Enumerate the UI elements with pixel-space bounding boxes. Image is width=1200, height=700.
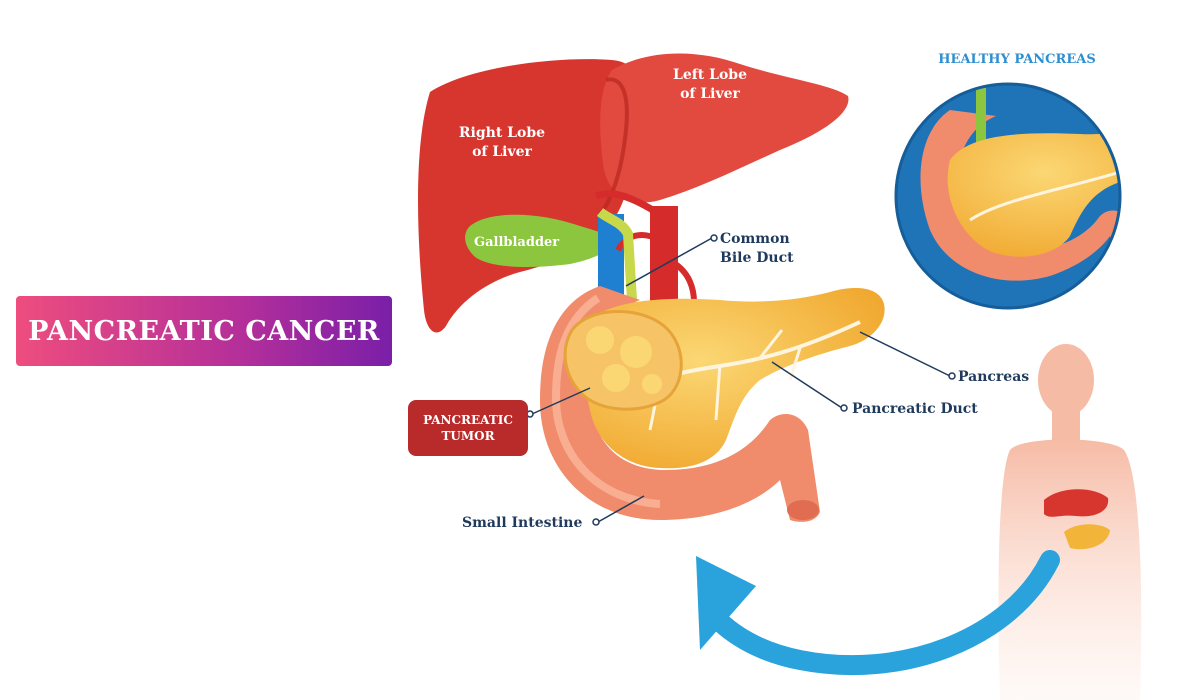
- label-pancreas: Pancreas: [958, 369, 1030, 385]
- liver-illustration: [418, 53, 849, 333]
- label-small-intestine: Small Intestine: [462, 515, 583, 531]
- human-silhouette-icon: [998, 344, 1142, 700]
- pancreatic-tumor-box: PANCREATIC TUMOR: [408, 400, 528, 456]
- label-gallbladder: Gallbladder: [474, 235, 560, 250]
- curved-arrow-icon: [706, 550, 1060, 676]
- label-common-bile-duct: Common Bile Duct: [720, 231, 794, 266]
- leader-lines: [526, 234, 956, 526]
- label-pancreatic-tumor: PANCREATIC TUMOR: [423, 413, 513, 443]
- common-bile-duct-tube: [596, 207, 637, 301]
- small-intestine-organ: [540, 286, 820, 522]
- label-left-lobe: Left Lobe of Liver: [673, 67, 747, 102]
- page-title: PANCREATIC CANCER: [28, 315, 380, 347]
- healthy-pancreas-inset: [894, 82, 1122, 310]
- label-right-lobe: Right Lobe of Liver: [458, 125, 546, 160]
- gallbladder-organ: [465, 214, 620, 267]
- right-lobe-of-liver: [418, 59, 644, 333]
- label-pancreatic-duct: Pancreatic Duct: [852, 401, 978, 417]
- arrow-head: [696, 556, 756, 650]
- left-lobe-of-liver: [600, 53, 849, 203]
- hepatic-artery: [650, 206, 678, 310]
- inset-title: HEALTHY PANCREAS: [938, 52, 1096, 67]
- title-banner: PANCREATIC CANCER: [16, 296, 392, 366]
- tumor-illustration: [563, 310, 683, 411]
